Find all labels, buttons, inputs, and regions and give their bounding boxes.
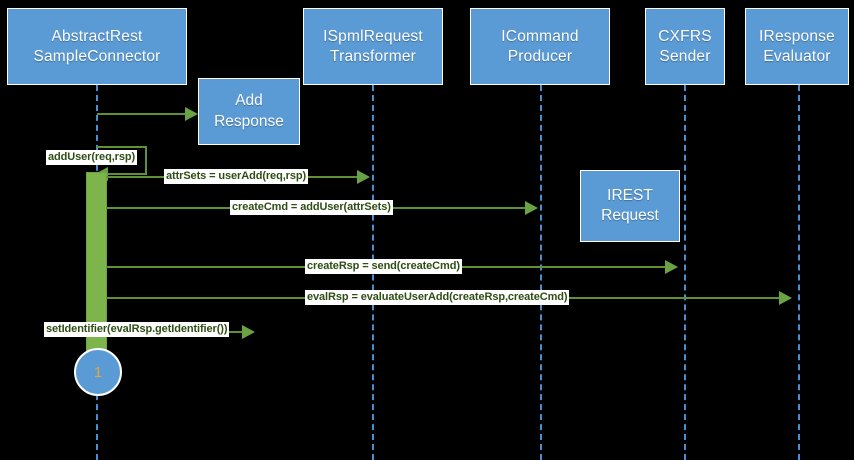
participant-transformer-line2: Transformer	[329, 47, 417, 65]
lifeline-sender	[684, 85, 686, 460]
participant-transformer-line1: ISpmlRequest	[323, 27, 423, 45]
object-add-response-line2: Response	[214, 112, 284, 130]
object-add-response[interactable]: Add Response	[198, 78, 300, 145]
message-2-label: attrSets = userAdd(req,rsp)	[164, 169, 309, 184]
object-irest-request-line2: Request	[601, 207, 659, 224]
message-3-label: createCmd = addUser(attrSets)	[230, 200, 393, 215]
message-1-top-segment	[97, 146, 147, 148]
message-6-arrowhead	[242, 325, 255, 339]
message-5-arrowhead	[779, 291, 792, 305]
message-0-line	[97, 113, 185, 115]
message-0-arrowhead	[185, 107, 198, 121]
end-marker-circle[interactable]: 1	[74, 348, 122, 396]
message-4-label: createRsp = send(createCmd)	[305, 259, 462, 274]
message-4-arrowhead	[665, 260, 678, 274]
activation-bar-connector	[86, 172, 107, 370]
participant-connector[interactable]: AbstractRest SampleConnector	[7, 8, 187, 85]
message-1-bottom-segment	[108, 173, 147, 175]
participant-sender-line1: CXFRS	[658, 27, 712, 45]
participant-evaluator-line1: IResponse	[759, 27, 835, 45]
participant-evaluator[interactable]: IResponse Evaluator	[745, 8, 849, 85]
participant-transformer[interactable]: ISpmlRequest Transformer	[303, 8, 443, 85]
participant-producer-line1: ICommand	[501, 27, 579, 45]
message-2-arrowhead	[357, 170, 370, 184]
message-6-label: setIdentifier(evalRsp.getIdentifier())	[44, 322, 230, 337]
message-5-label: evalRsp = evaluateUserAdd(createRsp,crea…	[305, 290, 570, 305]
end-marker-label: 1	[93, 363, 103, 381]
participant-connector-line2: SampleConnector	[33, 47, 161, 65]
message-1-label: addUser(req,rsp)	[46, 150, 138, 165]
message-3-arrowhead	[525, 201, 538, 215]
participant-connector-line1: AbstractRest	[51, 27, 143, 45]
object-irest-request[interactable]: IREST Request	[580, 170, 680, 242]
participant-sender[interactable]: CXFRS Sender	[645, 8, 725, 85]
participant-evaluator-line2: Evaluator	[763, 47, 831, 65]
object-irest-request-line1: IREST	[607, 186, 653, 204]
lifeline-evaluator	[798, 85, 800, 460]
lifeline-producer	[540, 85, 542, 460]
participant-sender-line2: Sender	[659, 47, 711, 65]
message-1-right-segment	[145, 146, 147, 174]
participant-producer[interactable]: ICommand Producer	[470, 8, 610, 85]
participant-producer-line2: Producer	[507, 47, 573, 65]
object-add-response-line1: Add	[235, 92, 263, 110]
